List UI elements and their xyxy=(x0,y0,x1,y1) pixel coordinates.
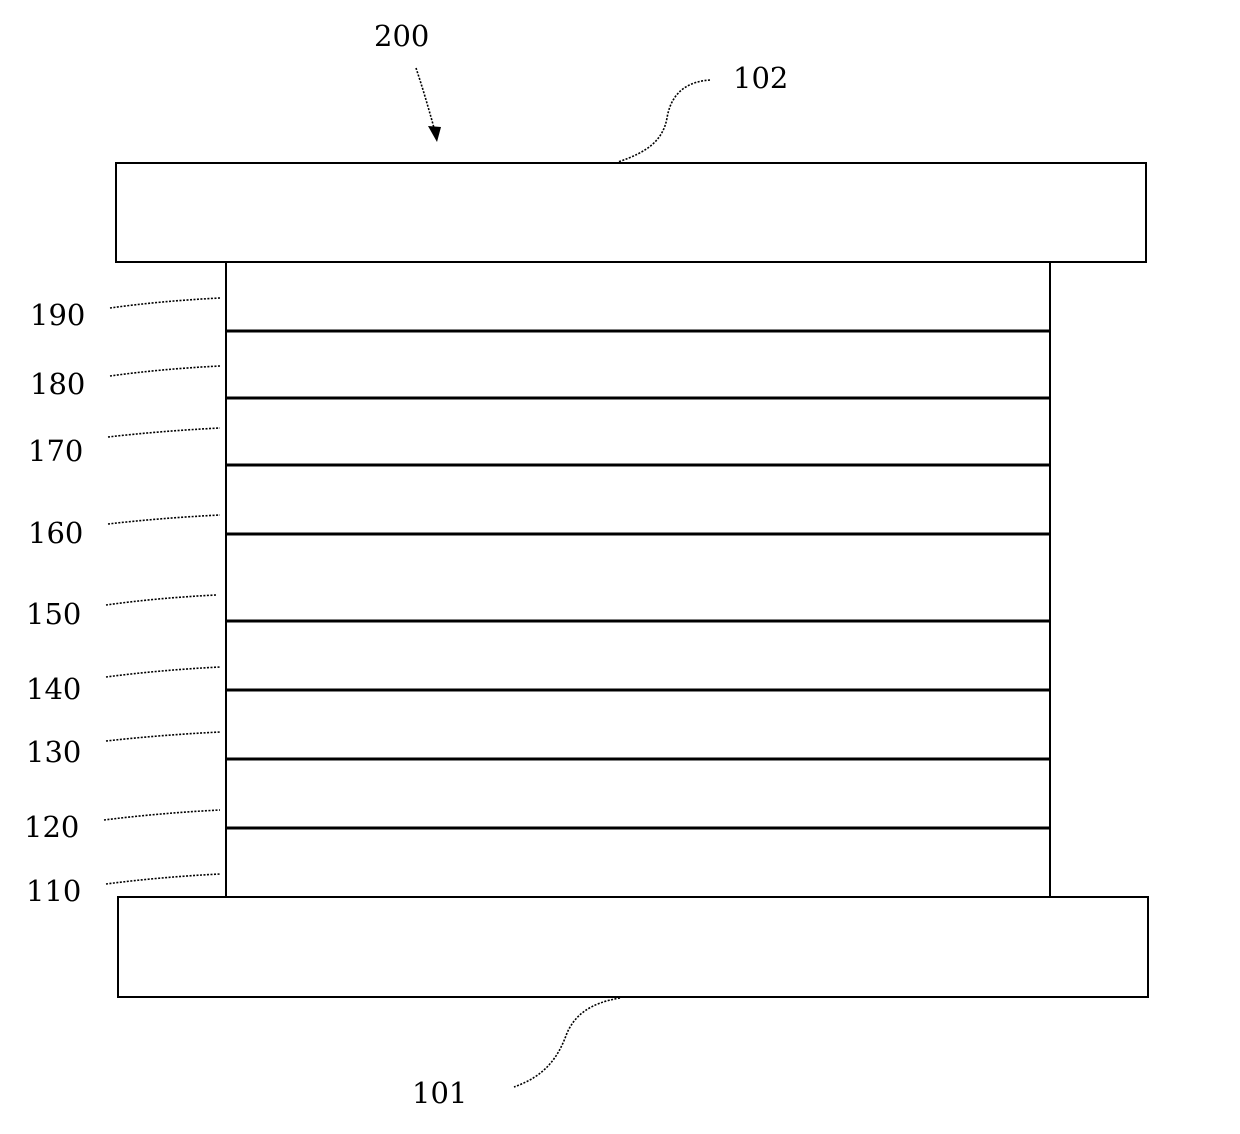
bottom-electrode-leader xyxy=(514,998,620,1087)
layer-labels: 190 180 170 160 150 140 130 120 110 xyxy=(24,298,85,908)
layer-leader-130 xyxy=(106,732,220,741)
top-electrode-leader xyxy=(618,80,710,162)
layer-leader-120 xyxy=(104,810,220,820)
device-label: 200 xyxy=(374,19,429,53)
layer-label-180: 180 xyxy=(30,367,85,401)
layer-label-160: 160 xyxy=(28,516,83,550)
layer-label-170: 170 xyxy=(28,434,83,468)
layer-leader-150 xyxy=(106,595,216,605)
bottom-electrode-plate xyxy=(118,897,1148,997)
device-arrow-leader xyxy=(416,68,434,128)
layer-label-190: 190 xyxy=(30,298,85,332)
layer-stack xyxy=(226,262,1050,897)
layer-leader-180 xyxy=(110,366,220,376)
layer-leader-110 xyxy=(106,874,220,884)
layer-label-140: 140 xyxy=(26,672,81,706)
layer-label-120: 120 xyxy=(24,810,79,844)
layer-label-110: 110 xyxy=(26,874,81,908)
layer-label-130: 130 xyxy=(26,735,81,769)
top-electrode-label: 102 xyxy=(733,61,788,95)
layer-leaders xyxy=(104,298,220,884)
layer-leader-160 xyxy=(108,515,220,524)
device-arrow-head xyxy=(428,126,441,142)
layer-label-150: 150 xyxy=(26,597,81,631)
bottom-electrode-label: 101 xyxy=(412,1076,467,1110)
top-electrode-plate xyxy=(116,163,1146,262)
layer-leader-140 xyxy=(106,667,220,677)
layer-leader-190 xyxy=(110,298,220,308)
layer-leader-170 xyxy=(108,428,220,437)
